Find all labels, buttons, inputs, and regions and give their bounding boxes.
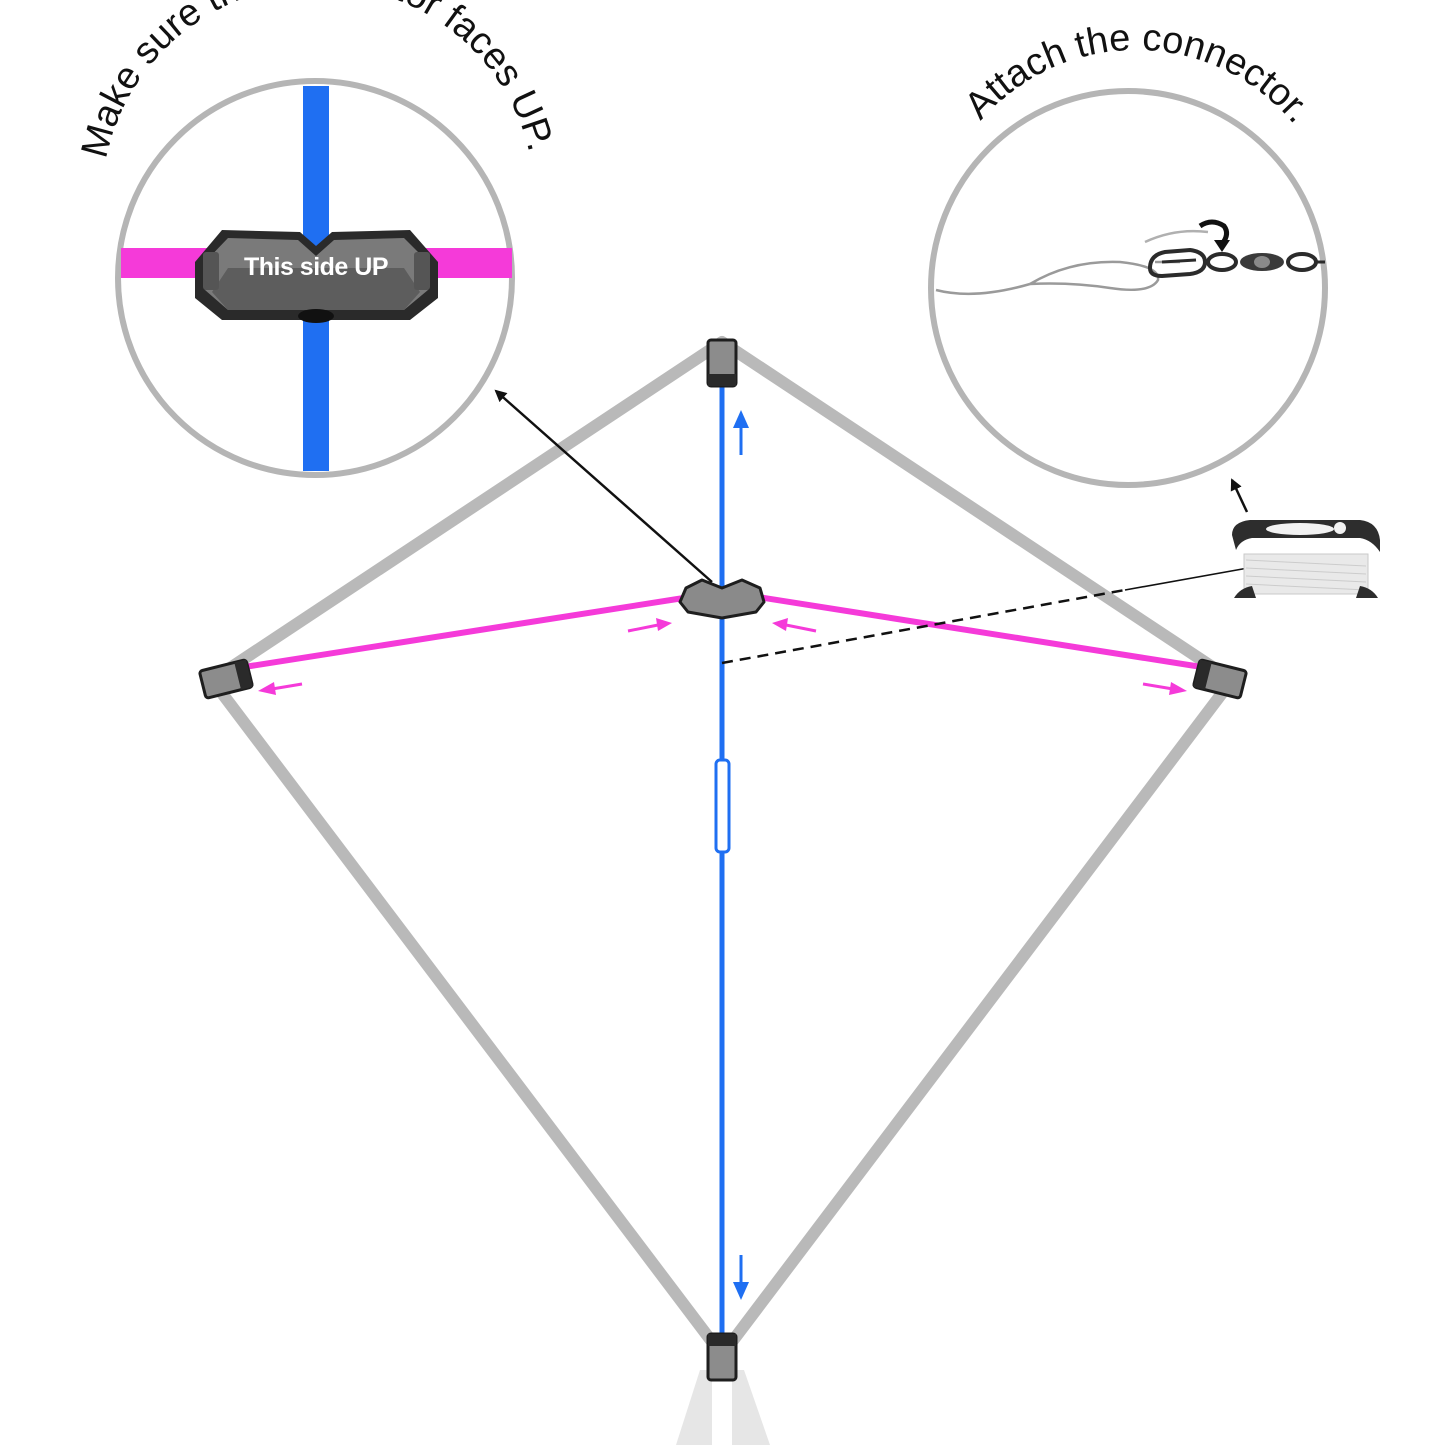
detail-connector: This side UP: [195, 230, 438, 323]
leader-to-attach-detail: [1230, 478, 1249, 513]
connector-detail-circle: This side UP: [115, 78, 515, 478]
arrow-up-icon: [733, 410, 749, 455]
leader-to-connector-detail: [494, 389, 713, 583]
end-cap-bottom: [706, 1332, 738, 1382]
badge-this-side-up: This side UP: [244, 253, 388, 281]
tail-streamers: [676, 1370, 770, 1445]
cross-spar: [237, 594, 1209, 671]
flying-line-dashed: [721, 588, 1126, 665]
snap-swivel-icon: [1144, 219, 1325, 279]
end-cap-left: [198, 658, 254, 700]
direction-arrows: [258, 410, 1187, 1300]
flying-line: [1124, 567, 1249, 591]
center-connector: [678, 578, 766, 620]
arrow-spar-left-inner-icon: [627, 618, 672, 633]
spine-joint-sleeve: [714, 758, 731, 854]
line-reel-icon: [1232, 520, 1380, 598]
arrow-spar-right-outer-icon: [1142, 682, 1187, 695]
arrow-spar-right-inner-icon: [772, 618, 817, 633]
arrow-spar-left-outer-icon: [258, 682, 303, 695]
arrow-down-icon: [733, 1255, 749, 1300]
end-cap-right: [1192, 658, 1248, 700]
spine-rod: [714, 370, 731, 1345]
end-cap-top: [706, 338, 738, 388]
attach-detail-circle: [928, 88, 1328, 488]
